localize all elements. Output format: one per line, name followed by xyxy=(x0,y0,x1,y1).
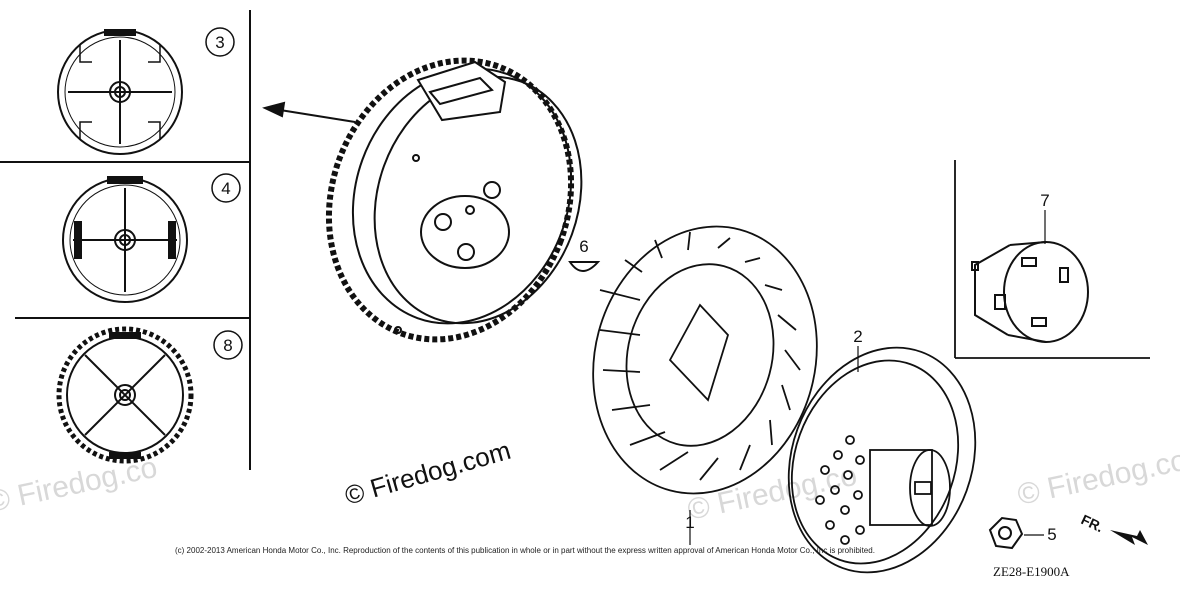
callout-5: 5 xyxy=(1047,525,1056,544)
callout-7: 7 xyxy=(1040,191,1049,210)
woodruff-key xyxy=(568,261,601,272)
starter-pulley xyxy=(787,346,977,574)
callout-4-group: 4 xyxy=(211,173,241,203)
variant-arrow xyxy=(262,101,356,123)
callout-3-group: 3 xyxy=(205,27,235,57)
direction-arrow-icon xyxy=(1110,530,1148,545)
callout-8-group: 8 xyxy=(213,330,243,360)
flywheel-variant-a xyxy=(57,29,183,155)
variant-panel-lines xyxy=(0,10,251,470)
background-watermarks: © Firedog.co © Firedog.co © Firedog.co xyxy=(0,444,1180,527)
direction-label: FR. xyxy=(1079,511,1106,535)
watermark-main: © Firedog.com xyxy=(341,435,514,511)
callout-6: 6 xyxy=(579,237,588,256)
cooling-fan xyxy=(592,225,818,495)
flywheel-variant-c xyxy=(56,326,194,464)
main-flywheel xyxy=(325,57,583,343)
flywheel-variant-b xyxy=(62,176,188,303)
flange-nut xyxy=(988,516,1024,550)
callout-2: 2 xyxy=(853,327,862,346)
direction-indicator: FR. xyxy=(1079,511,1148,545)
watermark-faint-right: © Firedog.co xyxy=(1015,444,1180,512)
pulley-adapter-frame xyxy=(954,160,1150,359)
callout-3: 3 xyxy=(215,33,224,52)
diagram-code: ZE28-E1900A xyxy=(993,564,1070,579)
callout-4: 4 xyxy=(221,179,230,198)
pulley-adapter xyxy=(971,241,1089,343)
copyright-notice: (c) 2002-2013 American Honda Motor Co., … xyxy=(175,546,875,555)
callout-8: 8 xyxy=(223,336,232,355)
